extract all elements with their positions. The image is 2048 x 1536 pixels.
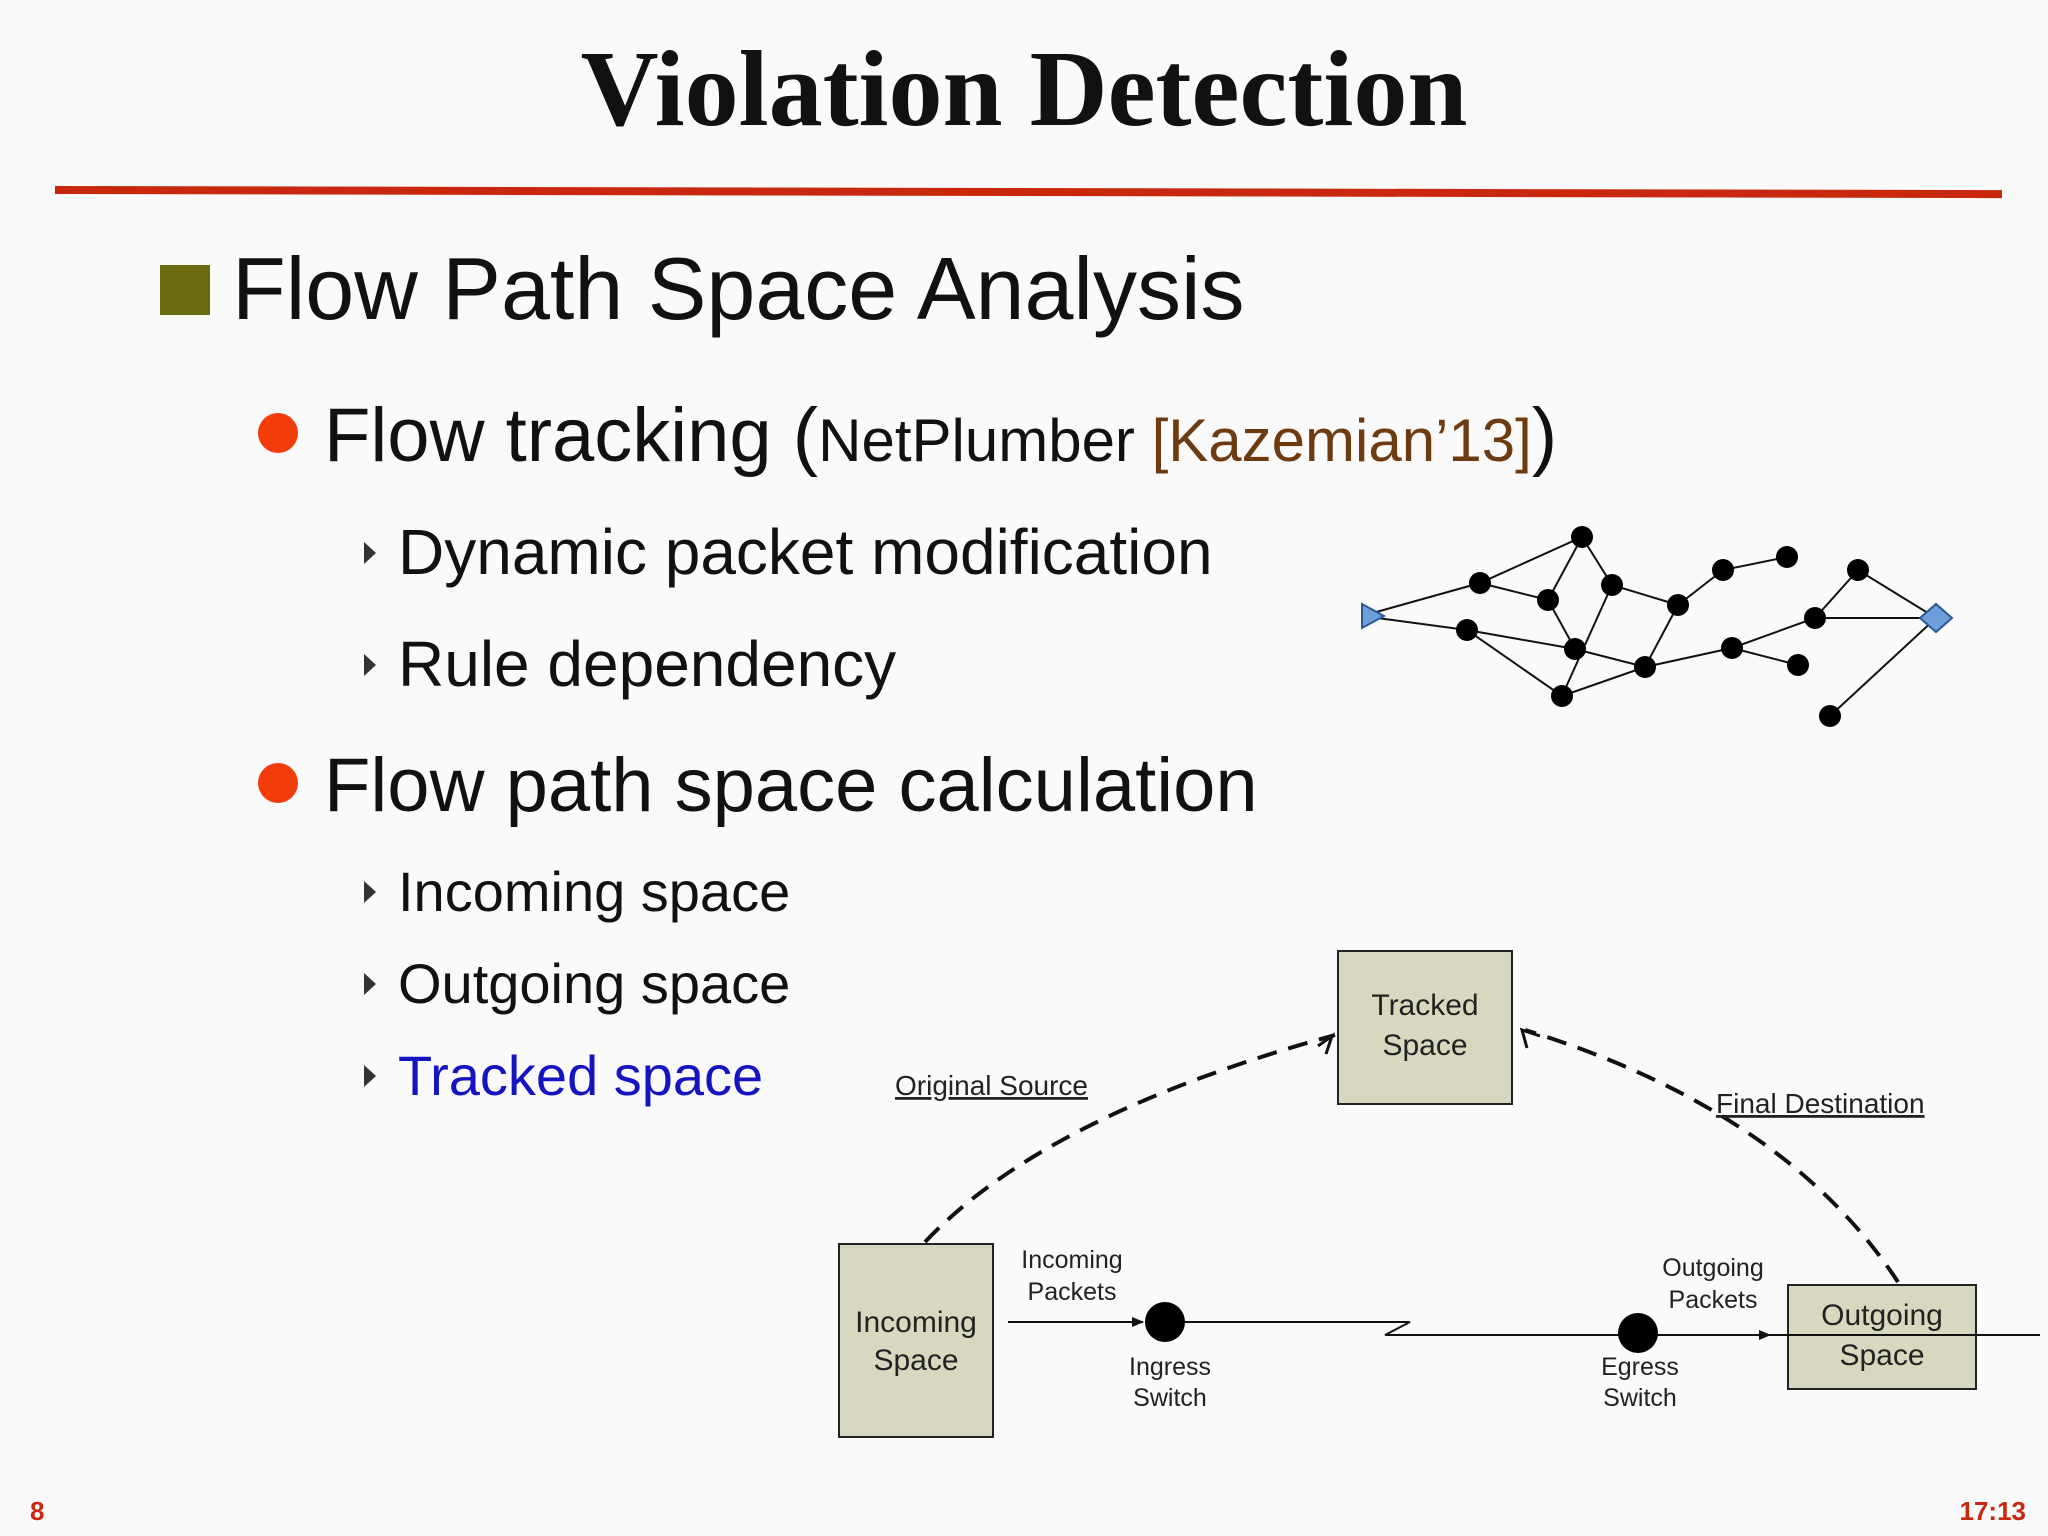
egress-switch-label-2: Switch <box>1603 1384 1677 1412</box>
incoming-packets-label-2: Packets <box>1028 1278 1117 1306</box>
outgoing-packets-label-1: Outgoing <box>1662 1254 1763 1282</box>
path-space-diagram: Tracked Space Incoming Space Outgoing Sp… <box>838 950 2040 1438</box>
final-destination-label: Final Destination <box>1716 1088 1925 1119</box>
slide-title: Violation Detection <box>580 30 1468 149</box>
ingress-switch-node <box>1145 1302 1185 1342</box>
bullet-path-space: Flow path space calculation <box>258 748 1258 824</box>
outgoing-packets-label-2: Packets <box>1669 1286 1758 1314</box>
triangle-bullet-icon <box>364 1065 376 1088</box>
sub-bullet-rule-dependency: Rule dependency <box>364 632 896 696</box>
sub-bullet-tracked: Tracked space <box>364 1048 763 1104</box>
sub-bullet-text: Outgoing space <box>398 952 791 1015</box>
destination-diamond-icon <box>1918 602 1954 634</box>
ingress-switch-label-1: Ingress <box>1129 1353 1211 1381</box>
triangle-bullet-icon <box>364 881 376 904</box>
citation: [Kazemian’13] <box>1151 407 1532 474</box>
sub-bullet-text: Rule dependency <box>398 628 897 700</box>
sub-bullet-text: Incoming space <box>398 860 791 923</box>
outgoing-space-box <box>1787 1284 1977 1390</box>
circle-bullet-icon <box>258 412 298 453</box>
triangle-bullet-icon <box>364 973 376 996</box>
dashed-arc-destination <box>1524 1028 1900 1284</box>
tracked-space-box <box>1337 950 1513 1105</box>
incoming-space-box <box>838 1243 994 1438</box>
path-space-label: Flow path space calculation <box>324 743 1258 828</box>
incoming-space-label-2: Space <box>873 1344 958 1377</box>
bullet-level1-text: Flow Path Space Analysis <box>232 239 1245 338</box>
sub-bullet-text: Dynamic packet modification <box>398 516 1213 588</box>
netplumber-label: NetPlumber <box>818 407 1152 474</box>
network-graph-illustration <box>1361 526 1954 727</box>
tracked-space-label-1: Tracked <box>1371 989 1478 1022</box>
title-divider <box>54 186 2003 199</box>
bullet-level1: Flow Path Space Analysis <box>160 245 1245 333</box>
sub-bullet-incoming: Incoming space <box>364 864 790 920</box>
page-number: 8 <box>30 1496 45 1526</box>
sub-bullet-text: Tracked space <box>398 1044 764 1107</box>
incoming-packets-label-1: Incoming <box>1021 1246 1122 1274</box>
tracked-space-label-2: Space <box>1382 1029 1467 1062</box>
outgoing-space-label-1: Outgoing <box>1821 1299 1943 1332</box>
close-paren: ) <box>1531 393 1558 478</box>
egress-switch-node <box>1618 1313 1658 1353</box>
incoming-space-label-1: Incoming <box>855 1306 977 1339</box>
outgoing-space-label-2: Space <box>1839 1339 1924 1372</box>
sub-bullet-dynamic: Dynamic packet modification <box>364 520 1213 584</box>
triangle-bullet-icon <box>364 654 376 677</box>
original-source-label: Original Source <box>895 1070 1088 1101</box>
bullet-flow-tracking: Flow tracking (NetPlumber [Kazemian’13]) <box>258 398 1557 474</box>
ingress-switch-label-2: Switch <box>1133 1384 1207 1412</box>
egress-switch-label-1: Egress <box>1601 1353 1679 1381</box>
dashed-arc-source <box>923 1033 1336 1244</box>
triangle-bullet-icon <box>364 542 376 565</box>
slide-time: 17:13 <box>1959 1496 2027 1526</box>
flow-tracking-label: Flow tracking ( <box>324 393 819 478</box>
square-bullet-icon <box>160 264 210 315</box>
source-triangle-icon <box>1361 602 1387 630</box>
sub-bullet-outgoing: Outgoing space <box>364 956 790 1012</box>
circle-bullet-icon <box>258 762 298 803</box>
